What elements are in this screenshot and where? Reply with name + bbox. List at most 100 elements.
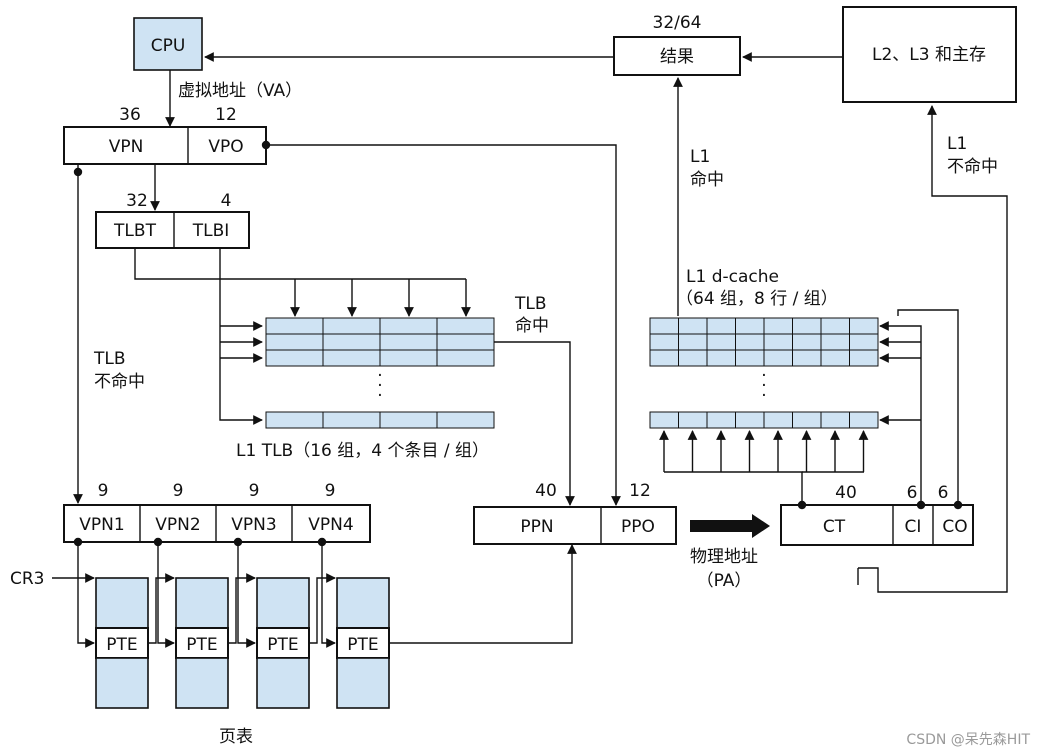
pte-label: PTE	[106, 635, 137, 655]
cache-line	[792, 349, 822, 367]
vpn-to-pte-arrow	[321, 542, 336, 648]
tlb-entry	[379, 317, 438, 335]
vpn4-field: VPN4	[308, 515, 353, 535]
vpn-to-pte-arrow	[157, 542, 175, 648]
vpn2-field: VPN2	[155, 515, 200, 535]
pte-to-next-table-arrow	[309, 573, 336, 644]
pte-to-next-table-arrow	[228, 573, 256, 644]
dcache-ellipsis-3: ·	[761, 386, 766, 406]
ci-field: CI	[905, 517, 922, 537]
pte-cell	[256, 627, 310, 659]
cpu-label: CPU	[151, 36, 186, 56]
dcache-ellipsis-2: ·	[761, 376, 766, 396]
tlbt-field: TLBT	[113, 221, 157, 241]
tlb-entry	[322, 349, 381, 367]
cache-line	[678, 411, 708, 429]
l1-tlb-array	[265, 317, 495, 429]
pa-register	[473, 506, 677, 545]
pte-cell	[175, 627, 229, 659]
cache-line	[820, 333, 850, 351]
l1-hit-label-2: 命中	[690, 170, 724, 190]
ppo-field: PPO	[621, 517, 655, 537]
vpn1-field: VPN1	[79, 515, 124, 535]
cache-line	[678, 349, 708, 367]
cache-line	[649, 317, 679, 335]
pte-to-ppn-line	[389, 544, 577, 644]
page-table-caption: 页表	[219, 727, 253, 747]
tlb-miss-label-2: 不命中	[94, 372, 145, 392]
pte-to-next-table-arrow	[148, 573, 175, 644]
tlbi-bits: 4	[221, 191, 232, 211]
l1-miss-label-2: 不命中	[947, 157, 998, 177]
tlbi-field: TLBI	[192, 221, 230, 241]
tlb-hit-line	[494, 341, 575, 506]
vpn-to-pte-arrow	[77, 542, 95, 648]
dcache-ellipsis-1: ·	[761, 366, 766, 386]
l1-dcache-array	[649, 317, 879, 429]
memory-label: L2、L3 和主存	[872, 45, 986, 65]
tlb-entry	[265, 411, 324, 429]
pte-label: PTE	[347, 635, 378, 655]
cache-line	[763, 411, 793, 429]
page-table-upper	[336, 577, 390, 629]
cache-line	[735, 333, 765, 351]
co-field: CO	[942, 517, 967, 537]
vpo-bits: 12	[215, 105, 237, 125]
vpn1-bits: 9	[98, 481, 109, 501]
tlb-ellipsis-1: ·	[377, 366, 382, 386]
cache-line	[792, 317, 822, 335]
cache-line	[649, 411, 679, 429]
cache-line	[849, 411, 879, 429]
cache-line	[849, 349, 879, 367]
tlb-ellipsis-3: ·	[377, 386, 382, 406]
pte-label: PTE	[186, 635, 217, 655]
cache-line	[706, 349, 736, 367]
cache-line	[820, 317, 850, 335]
cache-line	[678, 317, 708, 335]
vpn-bits: 36	[119, 105, 141, 125]
ct-field: CT	[823, 517, 846, 537]
cpu-box	[133, 17, 203, 71]
cache-line	[792, 411, 822, 429]
tlb-entry	[265, 317, 324, 335]
tlbt-bus	[134, 248, 466, 280]
vpn3-bits: 9	[249, 481, 260, 501]
vpn-field: VPN	[109, 137, 144, 157]
cache-line	[792, 333, 822, 351]
cache-line	[706, 411, 736, 429]
pa-caption-1: 物理地址	[690, 547, 758, 567]
tlb-entry	[379, 411, 438, 429]
ci-bits: 6	[907, 483, 918, 503]
pa-arrow	[690, 514, 770, 538]
ppo-bits: 12	[629, 481, 651, 501]
cache-addr-register	[780, 504, 974, 546]
tlb-entry	[436, 349, 495, 367]
page-table-lower	[336, 657, 390, 709]
ct-bits: 40	[835, 483, 857, 503]
tlb-entry	[379, 349, 438, 367]
result-bits: 32/64	[653, 13, 702, 33]
memory-box	[842, 6, 1017, 103]
tlb-entry	[436, 411, 495, 429]
vpn2-bits: 9	[173, 481, 184, 501]
cache-line	[735, 317, 765, 335]
va-label: 虚拟地址（VA）	[178, 81, 302, 101]
tlb-entry	[322, 333, 381, 351]
l1-tlb-caption: L1 TLB（16 组，4 个条目 / 组）	[236, 441, 489, 461]
l1-miss-label-1: L1	[947, 134, 967, 154]
l1-miss-line	[858, 105, 1008, 593]
tlb-hit-label-2: 命中	[515, 316, 549, 336]
tlb-entry	[436, 333, 495, 351]
tlb-entry	[322, 317, 381, 335]
ct-bus	[659, 430, 869, 505]
tlb-entry	[379, 333, 438, 351]
page-table-lower	[95, 657, 149, 709]
tlb-miss-label-1: TLB	[93, 349, 126, 369]
cache-line	[763, 349, 793, 367]
page-table-upper	[95, 577, 149, 629]
cache-line	[649, 333, 679, 351]
ppn-field: PPN	[520, 517, 553, 537]
cache-line	[706, 317, 736, 335]
